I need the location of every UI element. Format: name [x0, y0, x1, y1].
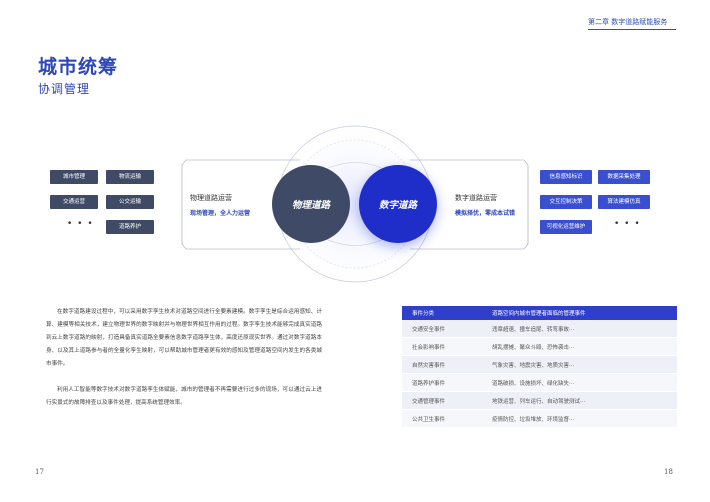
table-cell-category: 交通管理事件: [402, 391, 486, 410]
table-row: 自然灾害事件 气象灾害、地震灾害、地质灾害⋯: [402, 355, 677, 374]
tag-visual-operation: 可视化运营维护: [540, 220, 592, 234]
body-paragraph-2: 利用人工智能等数字技术对数字道路孪生体赋能，城市的管理者不再需要进行过多的现场，…: [46, 387, 322, 406]
table-header-category: 事件分类: [402, 306, 486, 320]
tag-city-management: 城市管理: [50, 170, 98, 184]
digital-ops-title: 数字道路运营: [455, 194, 497, 202]
tag-data-collection: 数据采集处理: [598, 170, 650, 184]
tag-info-sensing: 信息感知标识: [540, 170, 592, 184]
table-header-events: 道路空间内城市管理者面临的管理事件: [486, 306, 677, 320]
table-cell-category: 公共卫生事件: [402, 409, 486, 428]
table-header-row: 事件分类 道路空间内城市管理者面临的管理事件: [402, 306, 677, 320]
tag-public-transit: 公交运输: [106, 195, 154, 209]
digital-ops-desc: 模拟择优，零成本试错: [455, 210, 516, 217]
table-cell-events: 疫情防控、垃圾堆放、环境监督⋯: [486, 409, 677, 428]
right-ellipsis: • • •: [614, 219, 641, 229]
table-row: 交通安全事件 违章超速、撞车追尾、转弯事故⋯: [402, 320, 677, 338]
table-cell-category: 自然灾害事件: [402, 355, 486, 374]
physical-ops-title: 物理道路运营: [190, 194, 232, 202]
tag-road-maintenance: 道路养护: [106, 220, 154, 234]
physical-road-circle: 物理道路: [272, 165, 350, 243]
table-row: 交通管理事件 地铁运营、列车运行、自动驾驶测试⋯: [402, 391, 677, 410]
table-cell-events: 道路破损、设施损坏、绿化缺失⋯: [486, 373, 677, 392]
tag-traffic-operation: 交通运营: [50, 195, 98, 209]
table-cell-category: 道路养护事件: [402, 373, 486, 392]
page-title: 城市统筹: [38, 56, 119, 78]
table-cell-category: 社会影响事件: [402, 337, 486, 356]
event-table: 事件分类 道路空间内城市管理者面临的管理事件 交通安全事件 违章超速、撞车追尾、…: [402, 306, 677, 428]
table-cell-category: 交通安全事件: [402, 320, 486, 338]
chapter-underline: [588, 29, 676, 30]
digital-road-circle: 数字道路: [359, 165, 437, 243]
table-cell-events: 地铁运营、列车运行、自动驾驶测试⋯: [486, 391, 677, 410]
left-ellipsis: • • •: [67, 219, 94, 229]
table-row: 公共卫生事件 疫情防控、垃圾堆放、环境监督⋯: [402, 409, 677, 428]
tag-logistics: 物流运输: [106, 170, 154, 184]
physical-ops-desc: 现场管理，全人力运营: [190, 210, 251, 217]
table-row: 道路养护事件 道路破损、设施损坏、绿化缺失⋯: [402, 373, 677, 392]
table-row: 社会影响事件 胡乱摆摊、聚众斗殴、恐怖袭击⋯: [402, 337, 677, 356]
table-cell-events: 违章超速、撞车追尾、转弯事故⋯: [486, 320, 677, 338]
tag-algorithm-modeling: 算法建模仿真: [598, 195, 650, 209]
page-subtitle: 协调管理: [38, 82, 91, 96]
tag-interactive-control: 交互控制决策: [540, 195, 592, 209]
body-paragraph-1: 在数字道路建设过程中，可以采用数字孪生技术对道路空间进行全要素建模。数字孪生是综…: [46, 309, 322, 367]
chapter-heading: 第二章 数字道路赋能服务: [588, 18, 668, 26]
table-cell-events: 气象灾害、地震灾害、地质灾害⋯: [486, 355, 677, 374]
table-cell-events: 胡乱摆摊、聚众斗殴、恐怖袭击⋯: [486, 337, 677, 356]
page-number-left: 17: [35, 468, 44, 476]
page-number-right: 18: [664, 468, 673, 476]
